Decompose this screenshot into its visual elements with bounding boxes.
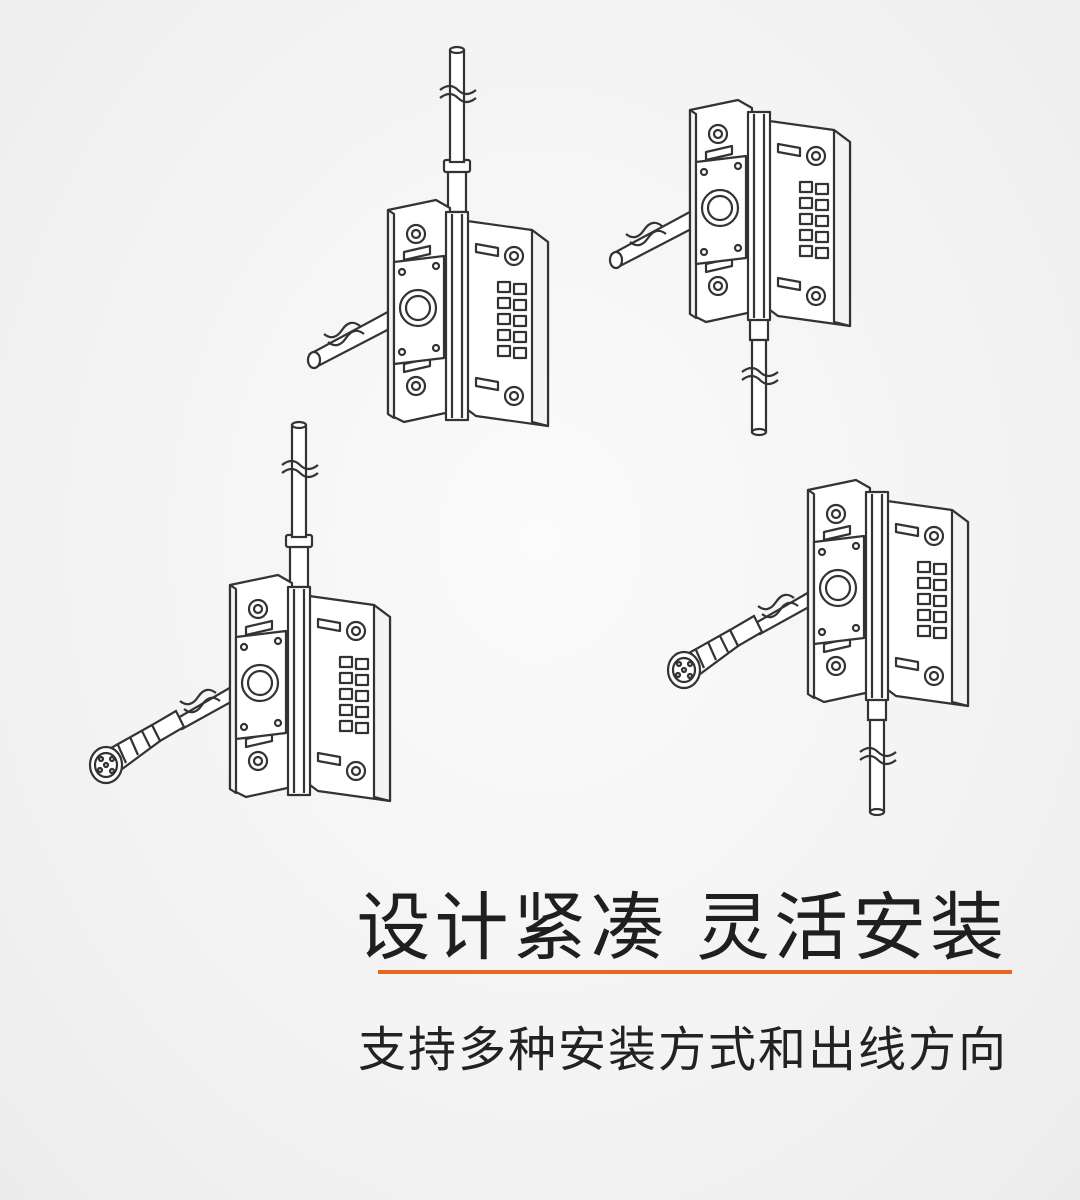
subheadline: 支持多种安装方式和出线方向 xyxy=(357,1022,1008,1078)
product-illustration xyxy=(88,45,970,817)
accent-divider xyxy=(378,970,1012,974)
hinge-switch-illustration-4 xyxy=(666,478,970,817)
hinge-switch-illustration-1 xyxy=(306,45,550,428)
hinge-switch-illustration-2 xyxy=(608,98,852,437)
hinge-switch-illustration-3 xyxy=(88,420,392,803)
headline: 设计紧凑 灵活安装 xyxy=(356,885,1008,971)
